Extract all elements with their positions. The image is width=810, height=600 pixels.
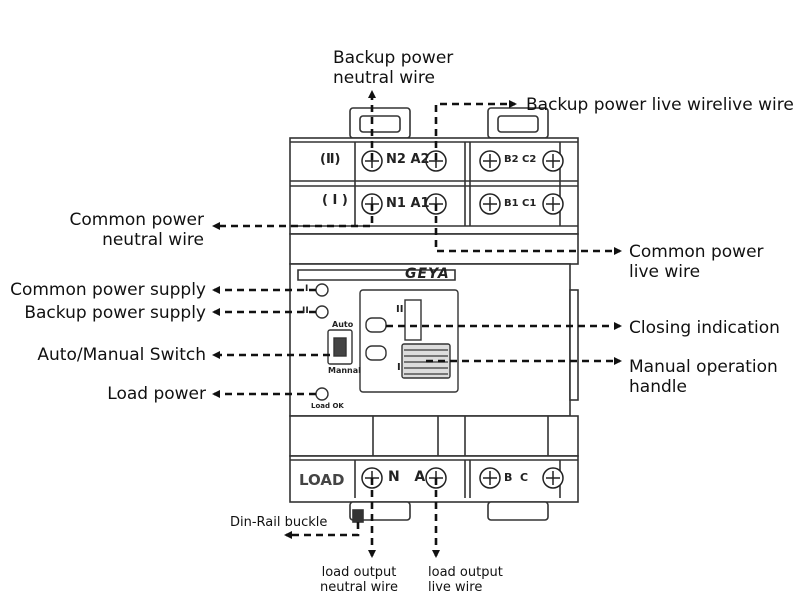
label-load-output-neutral: load output neutral wire [314, 565, 404, 595]
label-common-live-wire: Common power live wire [629, 242, 764, 282]
row2-right-terminals: B2 C2 [504, 154, 537, 165]
indicator-light-1 [315, 283, 329, 297]
label-common-power-supply: Common power supply [10, 280, 206, 300]
callout-arrows [212, 90, 622, 558]
manual-label: Mannal [328, 366, 361, 375]
load-ok-light [315, 387, 329, 401]
label-common-neutral-line1: Common power [69, 210, 204, 230]
load-label: LOAD [299, 471, 345, 489]
label-load-neutral-line1: load output [321, 565, 397, 580]
label-din-rail-buckle: Din-Rail buckle [230, 515, 328, 530]
front-panel [315, 283, 459, 401]
load-ok-label: Load OK [311, 402, 344, 410]
label-manual-handle-line1: Manual operation [629, 357, 778, 377]
label-manual-handle-line2: handle [629, 377, 687, 397]
label-load-power: Load power [107, 384, 206, 404]
label-common-live-line2: live wire [629, 262, 701, 282]
label-backup-power-supply: Backup power supply [24, 303, 206, 323]
label-load-live-line1: load output [428, 565, 503, 580]
row1-label: ( I ) [322, 193, 348, 208]
row2-label: (Ⅱ) [320, 152, 341, 167]
auto-label: Auto [332, 320, 354, 329]
row1-left-terminals: N1 A1 [386, 196, 430, 211]
label-load-neutral-line2: neutral wire [320, 580, 398, 595]
load-left-terminals: N A [388, 469, 426, 485]
label-common-neutral-line2: neutral wire [102, 230, 204, 250]
indicator-1-label: I [305, 284, 309, 294]
load-right-terminals: B C [504, 471, 529, 484]
label-backup-neutral-line2: neutral wire [333, 68, 435, 88]
terminal-screws [361, 150, 564, 489]
handle-bottom-mark: I [397, 362, 401, 373]
label-auto-manual-switch: Auto/Manual Switch [37, 345, 206, 365]
row1-right-terminals: B1 C1 [504, 198, 537, 209]
label-closing-indication: Closing indication [629, 318, 780, 338]
label-backup-neutral-line1: Backup power [333, 48, 454, 68]
label-load-live-line2: live wire [428, 580, 483, 595]
row2-left-terminals: N2 A2 [386, 152, 430, 167]
label-common-neutral-wire: Common power neutral wire [40, 210, 204, 250]
handle-top-mark: II [396, 304, 404, 315]
label-load-output-live: load output live wire [428, 565, 503, 595]
label-backup-neutral-wire: Backup power neutral wire [333, 48, 453, 88]
brand-logo: GEYA [405, 266, 450, 282]
label-manual-operation-handle: Manual operation handle [629, 357, 778, 397]
indicator-light-2 [315, 305, 329, 319]
label-backup-live-wire: Backup power live wirelive wire [526, 95, 794, 115]
indicator-2-label: II [302, 306, 309, 316]
label-common-live-line1: Common power [629, 242, 764, 262]
